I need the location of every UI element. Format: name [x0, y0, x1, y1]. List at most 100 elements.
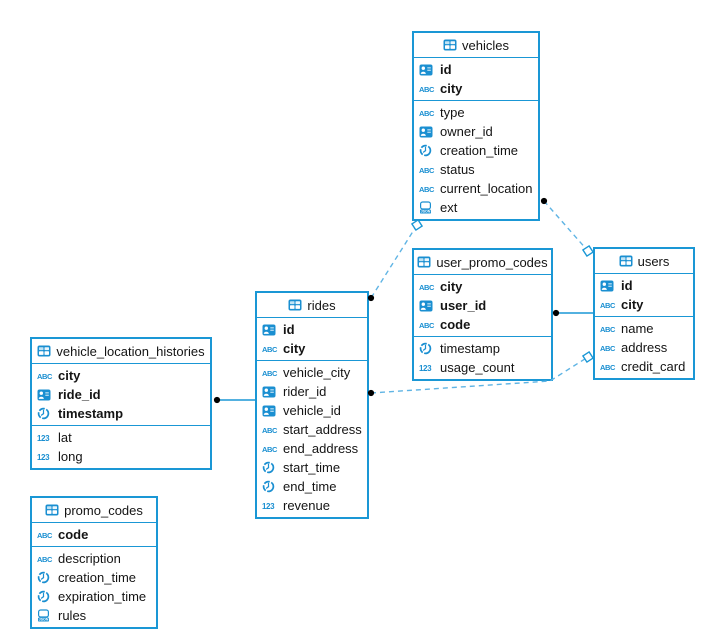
- key-field-row[interactable]: timestamp: [32, 404, 210, 423]
- field-row[interactable]: end_time: [257, 477, 367, 496]
- abc-icon: ABC: [262, 425, 279, 435]
- table-header[interactable]: promo_codes: [32, 498, 156, 523]
- relation-line: [543, 200, 589, 252]
- field-name: lat: [58, 430, 72, 445]
- relation-user_promo_codes-to-users[interactable]: [552, 309, 593, 317]
- table-name: vehicles: [462, 37, 509, 53]
- key-field-row[interactable]: id: [414, 60, 538, 79]
- svg-text:ABC: ABC: [419, 283, 435, 292]
- field-row[interactable]: vehicle_id: [257, 401, 367, 420]
- svg-text:123: 123: [37, 434, 50, 443]
- table-header[interactable]: vehicles: [414, 33, 538, 58]
- field-name: vehicle_city: [283, 365, 351, 380]
- relation-vehicle_location_histories-to-rides[interactable]: [213, 396, 255, 404]
- table-icon: [288, 299, 302, 311]
- table-icon: [37, 345, 51, 357]
- table-name: vehicle_location_histories: [56, 343, 205, 359]
- field-row[interactable]: expiration_time: [32, 587, 156, 606]
- svg-text:123: 123: [419, 364, 432, 373]
- field-name: description: [58, 551, 121, 566]
- field-name: creation_time: [58, 570, 137, 585]
- field-row[interactable]: owner_id: [414, 122, 538, 141]
- field-name: end_time: [283, 479, 337, 494]
- clock-icon: [262, 480, 279, 493]
- field-row[interactable]: timestamp: [414, 339, 551, 358]
- person-badge-icon: [262, 386, 279, 398]
- svg-text:JSON: JSON: [421, 210, 431, 214]
- abc-icon: ABC: [419, 282, 436, 292]
- clock-icon: [37, 407, 54, 420]
- svg-text:ABC: ABC: [37, 555, 53, 564]
- relation-endpoint-dot: [540, 197, 548, 205]
- svg-text:ABC: ABC: [262, 426, 278, 435]
- field-name: id: [621, 278, 633, 293]
- field-name: city: [283, 341, 306, 356]
- field-name: revenue: [283, 498, 330, 513]
- table-header[interactable]: users: [595, 249, 693, 274]
- field-row[interactable]: rider_id: [257, 382, 367, 401]
- abc-icon: ABC: [37, 554, 54, 564]
- field-row[interactable]: ABC description: [32, 549, 156, 568]
- field-name: owner_id: [440, 124, 493, 139]
- person-badge-icon: [262, 405, 279, 417]
- svg-text:JSON: JSON: [39, 618, 49, 622]
- field-row[interactable]: 123 usage_count: [414, 358, 551, 377]
- clock-icon: [37, 590, 54, 603]
- svg-text:ABC: ABC: [37, 372, 53, 381]
- field-name: code: [58, 527, 89, 542]
- field-row[interactable]: creation_time: [32, 568, 156, 587]
- field-row[interactable]: 123 lat: [32, 428, 210, 447]
- key-field-row[interactable]: id: [257, 320, 367, 339]
- svg-text:ABC: ABC: [419, 85, 435, 94]
- key-field-row[interactable]: user_id: [414, 296, 551, 315]
- field-name: start_time: [283, 460, 341, 475]
- json-icon: JSON: [419, 201, 436, 214]
- key-field-row[interactable]: id: [595, 276, 693, 295]
- person-badge-icon: [419, 64, 436, 76]
- field-name: usage_count: [440, 360, 515, 375]
- table-header[interactable]: vehicle_location_histories: [32, 339, 210, 364]
- table-header[interactable]: rides: [257, 293, 367, 318]
- field-row[interactable]: start_time: [257, 458, 367, 477]
- number-icon: 123: [37, 433, 54, 443]
- key-field-row[interactable]: ride_id: [32, 385, 210, 404]
- field-name: long: [58, 449, 83, 464]
- field-row[interactable]: creation_time: [414, 141, 538, 160]
- table-header[interactable]: user_promo_codes: [414, 250, 551, 275]
- svg-text:ABC: ABC: [419, 109, 435, 118]
- abc-icon: ABC: [600, 300, 617, 310]
- clock-icon: [37, 571, 54, 584]
- number-icon: 123: [419, 363, 436, 373]
